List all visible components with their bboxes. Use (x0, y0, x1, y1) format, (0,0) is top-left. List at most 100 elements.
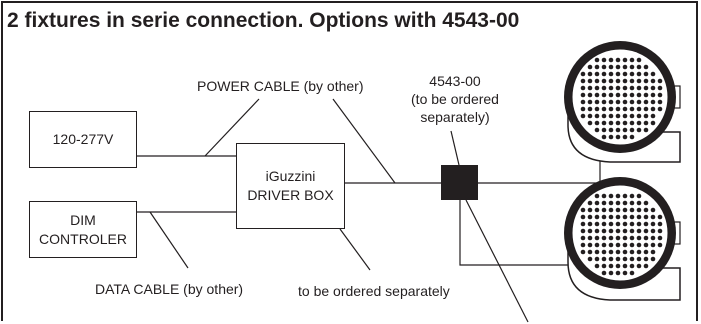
led-dot (657, 92, 663, 98)
led-dot (629, 71, 635, 77)
led-dot (601, 256, 607, 262)
led-dot (629, 214, 635, 220)
diagram-title: 2 fixtures in serie connection. Options … (7, 9, 520, 32)
led-dot (608, 78, 614, 84)
led-dot (650, 214, 656, 220)
led-dot (657, 106, 663, 112)
led-dot (587, 242, 593, 248)
led-dot (601, 99, 607, 105)
led-dot (608, 193, 614, 199)
led-dot (601, 120, 607, 126)
led-dot (580, 113, 586, 119)
led-dot (622, 235, 628, 241)
led-dot (629, 228, 635, 234)
led-dot (643, 228, 649, 234)
led-dot (594, 127, 600, 133)
led-dot (601, 200, 607, 206)
led-dot (594, 249, 600, 255)
led-dot (636, 249, 642, 255)
led-dot (622, 57, 628, 63)
led-dot (601, 228, 607, 234)
led-dot (643, 249, 649, 255)
led-dot (657, 78, 663, 84)
led-dot (622, 120, 628, 126)
led-dot (601, 78, 607, 84)
led-dot (601, 71, 607, 77)
led-dot (629, 134, 635, 140)
led-dot (636, 256, 642, 262)
led-dot (622, 85, 628, 91)
led-dot (580, 214, 586, 220)
led-dot (636, 78, 642, 84)
led-dot (615, 92, 621, 98)
led-dot (587, 256, 593, 262)
power-cable-label: POWER CABLE (by other) (197, 78, 364, 94)
led-dot (643, 214, 649, 220)
led-dot (608, 263, 614, 269)
led-dot (594, 106, 600, 112)
led-dot (594, 64, 600, 70)
led-dot (601, 214, 607, 220)
led-dot (650, 78, 656, 84)
led-dot (580, 221, 586, 227)
accessory-note-1: (to be ordered (411, 91, 499, 107)
led-dot (629, 85, 635, 91)
led-dot (580, 106, 586, 112)
led-dot (587, 78, 593, 84)
led-dot (636, 214, 642, 220)
power-cable-leader-2 (332, 98, 396, 184)
led-dot (594, 78, 600, 84)
led-dot (608, 235, 614, 241)
led-dot (587, 106, 593, 112)
projector-fixture-icon (564, 41, 681, 163)
led-dot (608, 200, 614, 206)
led-dot (657, 228, 663, 234)
led-dot (629, 127, 635, 133)
led-dot (615, 85, 621, 91)
led-dot (594, 85, 600, 91)
led-dot (587, 120, 593, 126)
led-dot (629, 113, 635, 119)
dim-controller-label-2: CONTROLER (39, 230, 127, 247)
led-dot (594, 256, 600, 262)
led-dot (636, 235, 642, 241)
led-dot (615, 106, 621, 112)
led-dot (643, 242, 649, 248)
led-dot (650, 92, 656, 98)
led-dot (622, 127, 628, 133)
led-dot (629, 242, 635, 248)
led-dot (580, 235, 586, 241)
led-dot (629, 200, 635, 206)
led-dot (608, 113, 614, 119)
led-dot (615, 71, 621, 77)
led-dot (636, 113, 642, 119)
led-dot (594, 214, 600, 220)
led-dot (601, 64, 607, 70)
led-dot (601, 57, 607, 63)
led-dot (636, 263, 642, 269)
led-dot (608, 214, 614, 220)
led-dot (657, 85, 663, 91)
led-dot (608, 57, 614, 63)
led-dot (643, 113, 649, 119)
led-dot (650, 221, 656, 227)
led-dot (594, 200, 600, 206)
led-dot (594, 113, 600, 119)
led-dot (650, 235, 656, 241)
ordered-separately-leader (339, 228, 371, 271)
led-dot (615, 242, 621, 248)
led-dot (601, 263, 607, 269)
led-dot (594, 235, 600, 241)
led-dot (615, 99, 621, 105)
led-dot (650, 113, 656, 119)
dim-controller-box: DIM CONTROLER (29, 201, 137, 258)
led-dot (629, 249, 635, 255)
led-dot (615, 193, 621, 199)
led-dot (601, 221, 607, 227)
led-dot (622, 78, 628, 84)
led-dot (622, 71, 628, 77)
led-dot (580, 228, 586, 234)
led-dot (587, 214, 593, 220)
led-dot (657, 221, 663, 227)
